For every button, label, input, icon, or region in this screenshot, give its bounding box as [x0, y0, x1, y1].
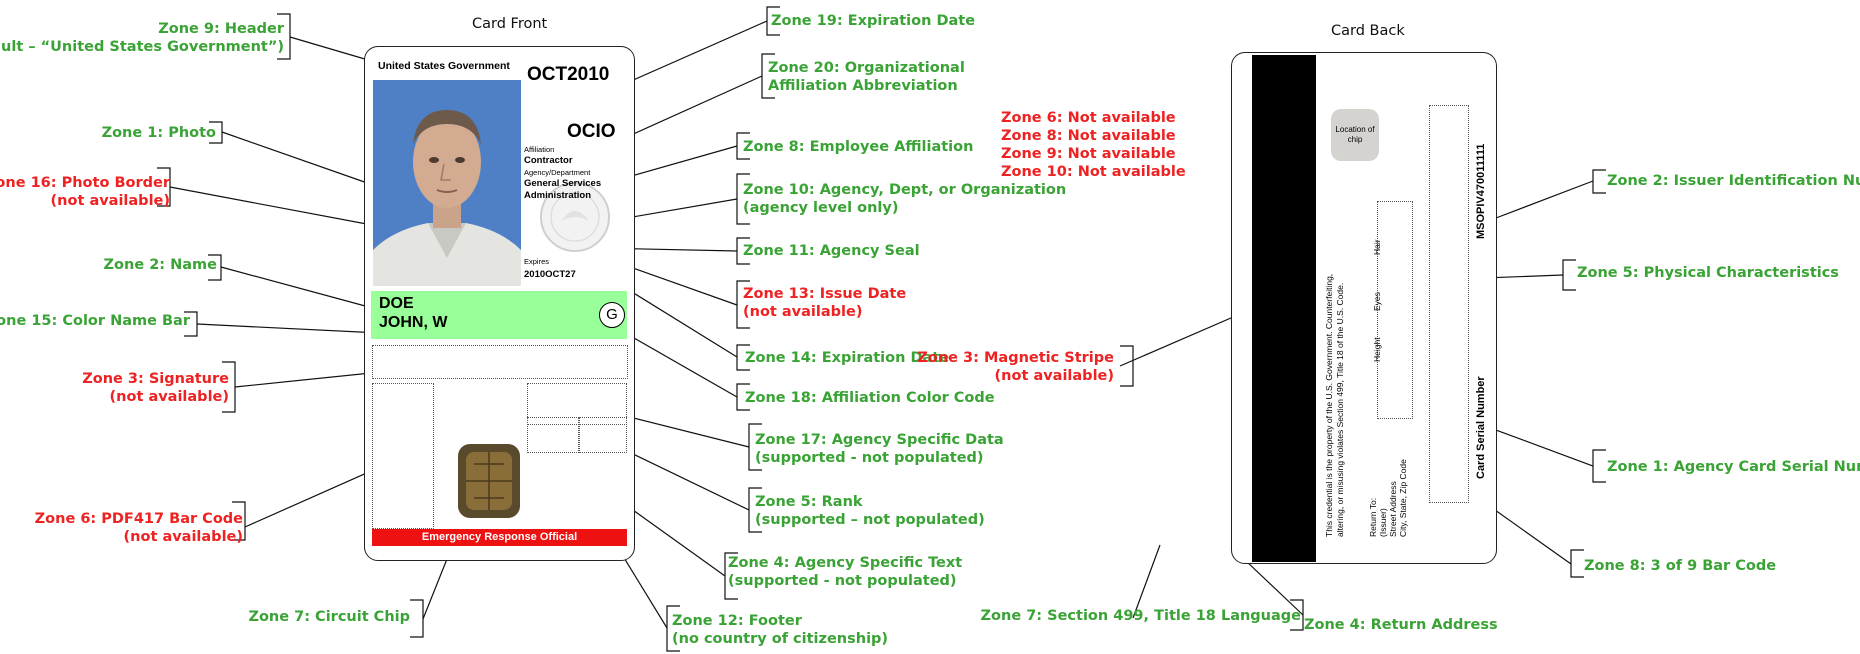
issuer-identification-number: MSOPIV470011111	[1475, 143, 1487, 239]
label-zone8-bar-code: Zone 8: 3 of 9 Bar Code	[1584, 558, 1777, 574]
card-front-caption: Card Front	[472, 16, 548, 32]
label-zone15-color-name-bar: Zone 15: Color Name Bar	[0, 313, 190, 329]
pdf417-zone	[372, 383, 434, 529]
label-zone9-header: Zone 9: Header(default – “United States …	[0, 21, 284, 55]
label-zone5-rank: Zone 5: Rank(supported – not populated)	[755, 494, 985, 528]
legal-text-line-2: altering, or misusing violates Section 4…	[1335, 282, 1345, 537]
label-zone2-issuer-id: Zone 2: Issuer Identification Number	[1607, 173, 1860, 189]
card-back-caption: Card Back	[1331, 23, 1405, 39]
label-zone3-signature: Zone 3: Signature(not available)	[82, 371, 229, 405]
return-address-line-1: Return To:	[1368, 497, 1378, 537]
label-zone4-return-address: Zone 4: Return Address	[1304, 617, 1498, 633]
label-zone8-employee-affiliation: Zone 8: Employee Affiliation	[743, 139, 974, 155]
label-zone18-color-code: Zone 18: Affiliation Color Code	[745, 390, 995, 406]
name-last: DOE	[379, 295, 414, 312]
return-address-line-3: Street Address	[1388, 481, 1398, 537]
card-footer: Emergency Response Official	[372, 529, 627, 546]
org-abbreviation: OCIO	[567, 121, 616, 142]
color-name-bar: DOE JOHN, W G	[371, 291, 627, 339]
label-zone14-expiration: Zone 14: Expiration Date	[745, 350, 950, 366]
expires-caption: Expires	[524, 257, 550, 266]
agency-specific-text-zone	[527, 417, 579, 453]
agency-seal	[540, 182, 610, 252]
agency-caption: Agency/Department	[524, 168, 591, 177]
label-zone10-agency: Zone 10: Agency, Dept, or Organization(a…	[743, 182, 1067, 216]
label-zone13-issue-date: Zone 13: Issue Date(not available)	[743, 286, 907, 320]
physical-characteristics-zone	[1377, 201, 1413, 419]
label-zone19-expiration: Zone 19: Expiration Date	[771, 13, 976, 29]
eyes-label: Eyes	[1372, 292, 1382, 311]
signature-zone	[372, 345, 628, 379]
label-zone7-circuit-chip: Zone 7: Circuit Chip	[248, 609, 410, 625]
rank-zone	[579, 417, 627, 453]
label-zone2-name: Zone 2: Name	[103, 257, 217, 273]
return-address-line-2: (Issuer)	[1378, 508, 1388, 537]
photo	[373, 80, 521, 286]
affiliation-color-code: G	[599, 302, 625, 328]
chip-location-label-2: chip	[1347, 135, 1363, 144]
label-zone16-photo-border: Zone 16: Photo Border(not available)	[0, 175, 170, 209]
expiration-date-top: OCT2010	[527, 64, 610, 85]
card-back: Location of chip MSOPIV470011111 Card Se…	[1231, 52, 1497, 564]
barcode-zone	[1429, 105, 1469, 503]
label-zone12-footer: Zone 12: Footer(no country of citizenshi…	[672, 613, 889, 647]
expires-date: 2010OCT27	[524, 269, 576, 280]
label-zone5-physical: Zone 5: Physical Characteristics	[1577, 265, 1839, 281]
name-first: JOHN, W	[379, 314, 448, 331]
chip-location-label-1: Location of	[1335, 125, 1375, 134]
agency-line-2: Administration	[524, 190, 592, 201]
label-zone4-agency-text: Zone 4: Agency Specific Text(supported -…	[728, 555, 963, 589]
affiliation-caption: Affiliation	[524, 145, 555, 154]
magnetic-stripe	[1252, 55, 1316, 562]
card-header: United States Government	[378, 60, 510, 72]
agency-line-1: General Services	[524, 178, 602, 189]
return-address-line-4: City, State, Zip Code	[1398, 459, 1408, 537]
legal-text-line-1: This credential is the property of the U…	[1324, 273, 1334, 537]
label-zone1-photo: Zone 1: Photo	[101, 125, 216, 141]
label-zone6-pdf417: Zone 6: PDF417 Bar Code(not available)	[34, 511, 243, 545]
label-zone7-section-499: Zone 7: Section 499, Title 18 Language	[980, 608, 1301, 624]
chip-location: Location of chip	[1331, 109, 1379, 161]
label-zone1-serial-number: Zone 1: Agency Card Serial Number	[1607, 459, 1860, 475]
card-serial-number-label: Card Serial Number	[1475, 376, 1487, 479]
agency-specific-data-zone	[527, 383, 627, 425]
label-zone3-magnetic-stripe: Zone 3: Magnetic Stripe(not available)	[917, 350, 1114, 384]
affiliation-value: Contractor	[524, 155, 573, 166]
height-label: Height	[1372, 337, 1382, 362]
label-zone11-agency-seal: Zone 11: Agency Seal	[743, 243, 920, 259]
circuit-chip-icon	[458, 444, 520, 518]
hair-label: Hair	[1372, 239, 1382, 255]
label-zone17-agency-data: Zone 17: Agency Specific Data(supported …	[755, 432, 1004, 466]
card-front: United States Government OCT2010 OCIO Af…	[364, 46, 635, 561]
